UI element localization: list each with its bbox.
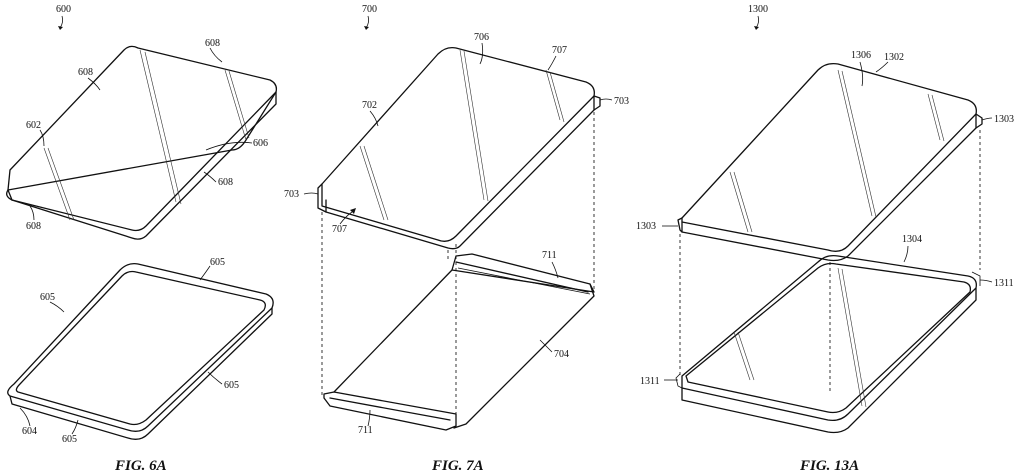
cover-702 bbox=[317, 46, 601, 250]
projection-lines-13a bbox=[679, 130, 981, 392]
plate-1304 bbox=[675, 254, 981, 434]
label-605-c: 605 bbox=[224, 380, 239, 391]
label-605-d: 605 bbox=[62, 434, 77, 445]
label-608-c: 608 bbox=[218, 177, 233, 188]
figure-13a: 1300 1306 1302 1303 1303 bbox=[636, 4, 1014, 474]
cover-slab-608 bbox=[6, 45, 278, 240]
label-706: 706 bbox=[474, 32, 489, 43]
projection-lines-7a bbox=[321, 112, 595, 430]
label-1311-b: 1311 bbox=[640, 376, 660, 387]
label-702: 702 bbox=[362, 100, 377, 111]
figure-7a: 700 706 707 702 703 703 707 bbox=[284, 4, 629, 474]
label-604: 604 bbox=[22, 426, 37, 437]
label-704: 704 bbox=[554, 349, 569, 360]
figure-6a-ref: 600 bbox=[56, 4, 71, 15]
label-1303-a: 1303 bbox=[994, 114, 1014, 125]
label-608-a: 608 bbox=[205, 38, 220, 49]
figure-7a-caption: FIG. 7A bbox=[431, 458, 484, 474]
cover-1302 bbox=[677, 62, 983, 262]
figure-6a-ref-arrowhead bbox=[58, 26, 63, 30]
figure-6a-caption: FIG. 6A bbox=[114, 458, 167, 474]
label-1303-b: 1303 bbox=[636, 221, 656, 232]
label-602: 602 bbox=[26, 120, 41, 131]
label-1306: 1306 bbox=[851, 50, 871, 61]
label-707-a: 707 bbox=[552, 45, 567, 56]
figure-13a-ref: 1300 bbox=[748, 4, 768, 15]
figure-6a: 600 608 608 602 606 608 608 bbox=[6, 4, 278, 474]
label-608-b: 608 bbox=[78, 67, 93, 78]
label-605-b: 605 bbox=[40, 292, 55, 303]
label-1304: 1304 bbox=[902, 234, 922, 245]
label-711-a: 711 bbox=[542, 250, 557, 261]
label-711-b: 711 bbox=[358, 425, 373, 436]
label-1311-a: 1311 bbox=[994, 278, 1014, 289]
label-703-a: 703 bbox=[614, 96, 629, 107]
label-605-a: 605 bbox=[210, 257, 225, 268]
label-606: 606 bbox=[253, 138, 268, 149]
label-608-d: 608 bbox=[26, 221, 41, 232]
label-1302: 1302 bbox=[884, 52, 904, 63]
plate-704 bbox=[323, 253, 595, 431]
figure-13a-caption: FIG. 13A bbox=[799, 458, 859, 474]
figure-7a-ref: 700 bbox=[362, 4, 377, 15]
figure-6a-ref-arrow bbox=[59, 15, 64, 29]
frame-605 bbox=[7, 262, 274, 440]
label-707-b: 707 bbox=[332, 224, 347, 235]
label-703-b: 703 bbox=[284, 189, 299, 200]
